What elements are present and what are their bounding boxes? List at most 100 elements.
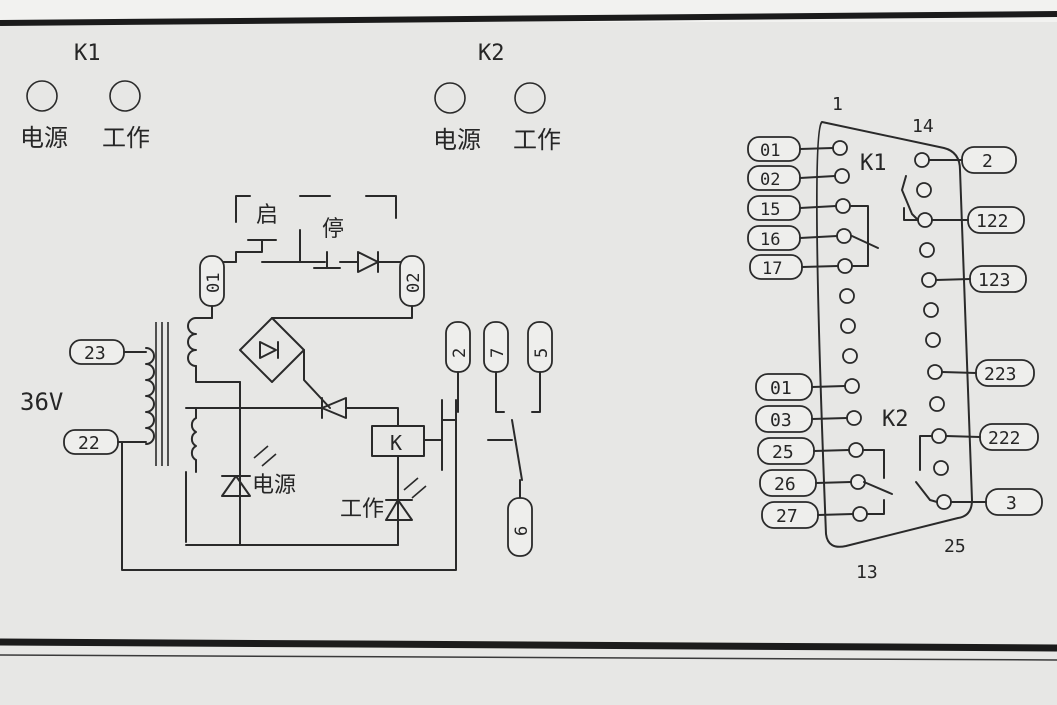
pin-dot (832, 140, 848, 156)
k1-power-label: 电源 (20, 124, 68, 152)
pin-dot (844, 378, 860, 394)
k1-heading: K1 (74, 41, 101, 66)
left-tag-label: 02 (760, 170, 780, 190)
left-tag-label: 17 (762, 259, 782, 279)
left-tag-label: 01 (760, 141, 780, 161)
secondary-wires (185, 317, 241, 543)
terminal-5-label: 5 (532, 348, 552, 358)
k1-work-label: 工作 (102, 124, 150, 152)
series-diode-icon (339, 251, 413, 273)
pin-dot (836, 228, 852, 244)
left-tag-label: 27 (776, 506, 798, 527)
connector-right-tags: 2 122 123 223 222 3 (961, 146, 1043, 516)
top-border-line (0, 11, 1057, 26)
left-tag-label: 25 (772, 442, 794, 463)
connector-shell (815, 121, 973, 548)
terminal-01: 01 (199, 255, 225, 307)
pin25-label: 25 (944, 536, 966, 557)
pin-dot (848, 442, 864, 458)
pin-dot (834, 168, 850, 184)
bridge-output-wire (303, 349, 331, 409)
start-button-label: 启 (256, 203, 278, 228)
transformer-primary-icon (145, 347, 155, 445)
connector-k1-label: K1 (860, 151, 887, 176)
pin1-label: 1 (832, 94, 843, 115)
bridge-diode-icon (259, 341, 279, 359)
power-led-label: 电源 (252, 473, 296, 498)
connector-left-tags: 01 02 15 16 17 01 03 25 26 27 (747, 136, 819, 529)
pin13-label: 13 (856, 562, 878, 583)
voltage-label: 36V (20, 388, 63, 416)
indicator-group-k1: K1 电源 工作 (20, 41, 150, 152)
db25-connector: 1 14 13 25 K1 K2 (747, 94, 1043, 583)
right-tag-wires (928, 159, 987, 503)
terminal-6: 6 (507, 497, 533, 557)
k2-left-contacts-icon (862, 449, 893, 515)
stop-button-icon (299, 229, 341, 269)
bottom-border-line (0, 638, 1057, 652)
work-led-label: 工作 (340, 497, 384, 522)
left-pin-column (832, 140, 868, 522)
left-tag-wires (799, 147, 854, 516)
pin-dot (919, 242, 935, 258)
right-tag-label: 123 (978, 270, 1011, 291)
pin-dot (923, 302, 939, 318)
terminal-wires (211, 305, 413, 319)
pin-dot (936, 494, 952, 510)
bottom-return-wire (185, 471, 399, 546)
terminal-6-label: 6 (512, 526, 532, 536)
k2-right-contact-icon (915, 435, 938, 503)
bottom-border-thin (0, 654, 1057, 661)
terminal-02-label: 02 (404, 273, 424, 293)
transformer-core-icon (155, 322, 169, 466)
terminal-23: 23 (69, 339, 125, 365)
terminal-22: 22 (63, 429, 119, 455)
k1-right-contact-icon (901, 175, 919, 221)
left-tag-label: 15 (760, 200, 780, 220)
stop-button-label: 停 (322, 217, 344, 242)
pin-dot (927, 364, 943, 380)
output-contact-wires (457, 371, 541, 499)
k2-work-lamp-icon (514, 82, 546, 114)
right-tag-label: 2 (982, 151, 993, 172)
left-tag-label: 26 (774, 474, 796, 495)
power-led-rays-icon (253, 445, 277, 467)
terminal-22-label: 22 (78, 433, 100, 454)
terminal-5: 5 (527, 321, 553, 373)
pin-dot (929, 396, 945, 412)
button-enclosure (235, 195, 397, 223)
primary-wires (117, 351, 457, 571)
start-button-icon (235, 239, 277, 263)
relay-wires (397, 439, 443, 473)
pin-dot (916, 182, 932, 198)
right-tag-label: 122 (976, 211, 1009, 232)
pin-dot (846, 410, 862, 426)
control-circuit: 启 停 01 02 23 22 (20, 195, 553, 571)
right-pin-column (914, 152, 952, 510)
relay-contact-icon (441, 399, 457, 471)
transformer-secondary-top-icon (187, 317, 197, 367)
terminal-01-label: 01 (204, 273, 224, 293)
k1-work-lamp-icon (109, 80, 141, 112)
pin-dot (840, 318, 856, 334)
pin-dot (835, 198, 851, 214)
right-tag-label: 222 (988, 428, 1021, 449)
pin14-label: 14 (912, 116, 934, 137)
terminal-02: 02 (399, 255, 425, 307)
pin-dot (925, 332, 941, 348)
connector-k2-label: K2 (882, 407, 909, 432)
left-tag-label: 01 (770, 378, 792, 399)
pin-dot (842, 348, 858, 364)
k1-left-contacts-icon (850, 205, 879, 267)
pin-dot (850, 474, 866, 490)
terminal-2-label: 2 (450, 348, 470, 358)
pin-dot (933, 460, 949, 476)
pin-dot (914, 152, 930, 168)
right-tag-label: 3 (1006, 493, 1017, 514)
left-tag-label: 16 (760, 230, 780, 250)
pin-dot (837, 258, 853, 274)
k1-power-lamp-icon (26, 80, 58, 112)
k2-power-lamp-icon (434, 82, 466, 114)
power-led-icon (221, 475, 251, 497)
terminal-7: 7 (483, 321, 509, 373)
